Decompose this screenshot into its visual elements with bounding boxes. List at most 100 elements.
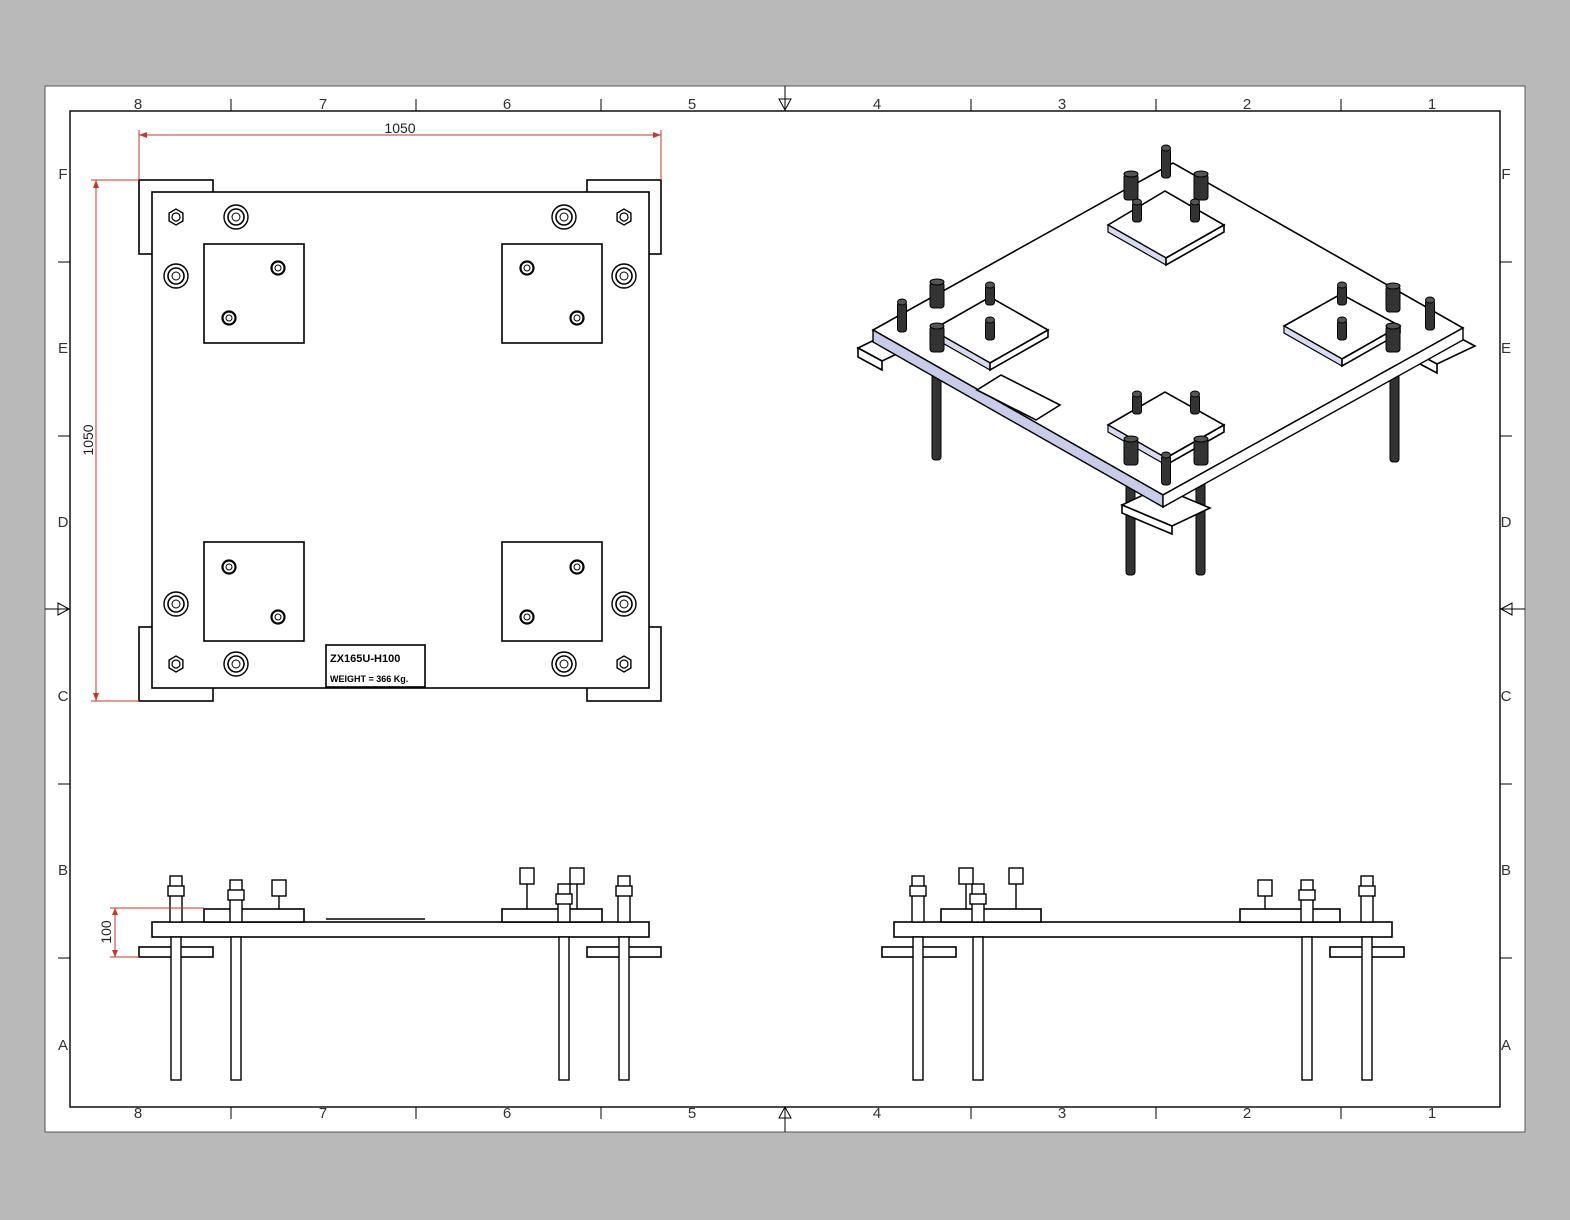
iso-bolt-top <box>985 316 995 324</box>
zone-label-left: F <box>58 166 67 183</box>
iso-bolt-top <box>1123 170 1139 178</box>
nameplate-model: ZX165U-H100 <box>330 653 400 665</box>
bolt-shank <box>617 875 631 923</box>
pad-hole <box>569 310 585 326</box>
zone-label-bottom: 7 <box>319 1105 327 1122</box>
zone-label-bottom: 4 <box>873 1105 881 1122</box>
washer-ring <box>167 595 185 613</box>
bolt-nut <box>167 885 185 897</box>
pad-bolt-head <box>569 867 585 885</box>
pad-hole-inner <box>225 314 233 322</box>
bolt-nut <box>1298 889 1316 901</box>
iso-bolt-top <box>985 281 995 289</box>
zone-label-left: B <box>58 862 68 879</box>
hex-nut-hole <box>619 212 629 222</box>
pad-hole <box>569 559 585 575</box>
nameplate-weight: WEIGHT = 366 Kg. <box>330 674 408 684</box>
iso-bolt-top <box>1132 198 1142 206</box>
pad-bolt-head <box>271 879 287 897</box>
iso-bolt-top <box>1193 435 1209 443</box>
zone-label-bottom: 5 <box>688 1105 696 1122</box>
iso-bolt <box>1193 438 1209 466</box>
hex-nut-hole <box>619 659 629 669</box>
dim-side-height-label: 100 <box>98 920 114 944</box>
washer-ring <box>555 208 573 226</box>
anchor-rod <box>972 936 984 1081</box>
pad-hole-inner <box>573 314 581 322</box>
zone-label-right: F <box>1501 166 1510 183</box>
pad-hole <box>270 609 286 625</box>
bolt-shank <box>1360 875 1374 923</box>
zone-label-left: A <box>58 1037 68 1054</box>
iso-bolt-top <box>1385 282 1401 290</box>
pad-hole-inner <box>274 613 282 621</box>
centering-marks <box>45 86 1525 1132</box>
washer-core <box>559 212 569 222</box>
side-view <box>881 867 1405 1081</box>
bolt-shank <box>1300 879 1314 923</box>
zone-label-top: 4 <box>873 96 881 113</box>
hex-nut <box>168 208 184 226</box>
zone-label-top: 2 <box>1243 96 1251 113</box>
washer-ring <box>615 267 633 285</box>
side-dimension: 100 <box>98 907 204 958</box>
iso-bolt <box>1425 299 1435 331</box>
pad-bolt-head <box>519 867 535 885</box>
iso-bolt-top <box>1337 281 1347 289</box>
bolt-shank <box>169 875 183 923</box>
washer-core <box>559 659 569 669</box>
nameplate <box>325 644 426 688</box>
hex-nut <box>616 655 632 673</box>
zone-label-left: E <box>58 340 68 357</box>
iso-bolt <box>1123 173 1139 201</box>
zone-label-right: E <box>1501 340 1511 357</box>
iso-bolt <box>1193 173 1209 201</box>
iso-bolt-top <box>897 298 907 306</box>
iso-bolt <box>1385 285 1401 313</box>
zone-label-top: 8 <box>134 96 142 113</box>
bolt-nut <box>1358 885 1376 897</box>
iso-bolt <box>1161 454 1171 486</box>
zone-label-top: 5 <box>688 96 696 113</box>
iso-bolt <box>897 301 907 333</box>
iso-bolt-top <box>1161 451 1171 459</box>
pad-hole-inner <box>523 264 531 272</box>
pad-hole <box>519 609 535 625</box>
dim-height-label: 1050 <box>80 424 96 455</box>
pad-bolt-head <box>1257 879 1273 897</box>
zone-label-right: C <box>1501 688 1512 705</box>
zone-label-bottom: 3 <box>1058 1105 1066 1122</box>
zone-label-bottom: 8 <box>134 1105 142 1122</box>
zone-label-top: 7 <box>319 96 327 113</box>
pad-hole <box>221 559 237 575</box>
anchor-rod <box>1361 936 1373 1081</box>
pad-hole <box>270 260 286 276</box>
pad-hole-inner <box>523 613 531 621</box>
iso-bolt-top <box>929 278 945 286</box>
pad-hole-inner <box>573 563 581 571</box>
iso-bolt <box>1123 438 1139 466</box>
bolt-nut <box>555 893 573 905</box>
hex-nut <box>168 655 184 673</box>
zone-label-right: D <box>1501 514 1512 531</box>
zone-label-bottom: 6 <box>503 1105 511 1122</box>
iso-bolt <box>929 281 945 309</box>
anchor-rod <box>618 936 630 1081</box>
zone-label-right: B <box>1501 862 1511 879</box>
anchor-rod <box>230 936 242 1081</box>
zone-label-left: C <box>58 688 69 705</box>
iso-bolt-top <box>1190 390 1200 398</box>
zone-label-right: A <box>1501 1037 1511 1054</box>
iso-bolt-top <box>1123 435 1139 443</box>
iso-bolt-top <box>1425 296 1435 304</box>
top-view: ZX165U-H100 WEIGHT = 366 Kg. <box>138 179 662 702</box>
bolt-nut <box>969 893 987 905</box>
pad-hole <box>519 260 535 276</box>
pad-bolt-head <box>1008 867 1024 885</box>
iso-bolt-top <box>1193 170 1209 178</box>
hex-nut-hole <box>171 212 181 222</box>
zone-label-left: D <box>58 514 69 531</box>
washer-core <box>231 659 241 669</box>
